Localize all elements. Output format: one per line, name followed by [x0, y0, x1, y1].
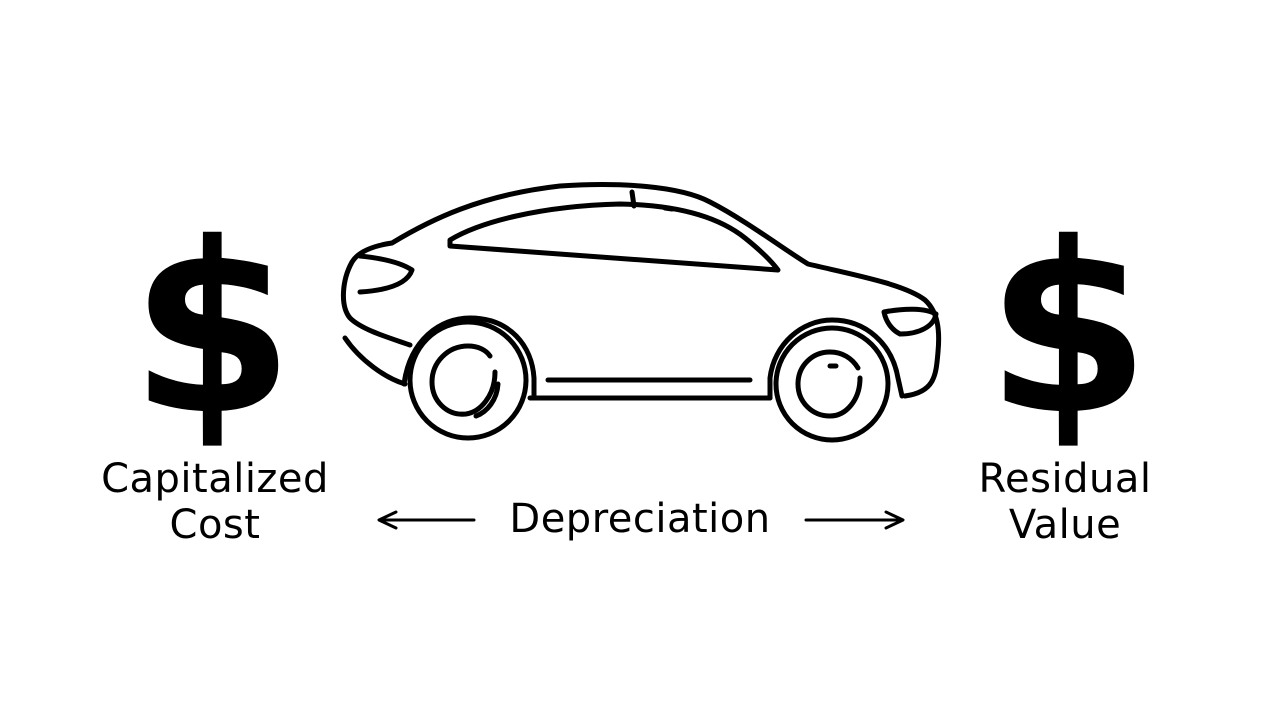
- car-rear-lower: [342, 335, 408, 387]
- dollar-sign-icon-left: $: [130, 192, 295, 467]
- depreciation-label: Depreciation: [509, 496, 771, 542]
- car-front-wheel-arch: [767, 317, 905, 401]
- car-rear-wheel-tire: [407, 319, 529, 441]
- car-pillar: [629, 189, 637, 209]
- residual-value-line1: Residual: [978, 456, 1152, 502]
- arrow-right-head: [884, 510, 905, 530]
- car-rear-wheel-rim: [429, 343, 498, 417]
- residual-value-label: Residual Value: [930, 456, 1200, 548]
- capitalized-cost-line1: Capitalized: [101, 456, 329, 502]
- car-front-wheel-rim: [795, 349, 863, 419]
- arrow-left-icon: [377, 510, 476, 530]
- capitalized-cost-line2: Cost: [169, 502, 261, 548]
- car-front-wheel-tire: [773, 325, 891, 443]
- car-tail-light: [357, 253, 415, 295]
- car-headlight: [881, 306, 939, 337]
- car-door-handle: [662, 205, 675, 212]
- capitalized-cost-label: Capitalized Cost: [70, 456, 360, 548]
- car-rear-wheel-arch: [401, 315, 537, 401]
- residual-value-line2: Value: [1008, 502, 1122, 548]
- arrow-left-head: [377, 510, 398, 530]
- car-rear-wheel-inner: [473, 381, 501, 419]
- arrow-right-icon: [804, 510, 905, 530]
- dollar-sign-icon-right: $: [986, 192, 1151, 467]
- car-icon: [341, 182, 942, 443]
- car-body-outline: [341, 182, 942, 399]
